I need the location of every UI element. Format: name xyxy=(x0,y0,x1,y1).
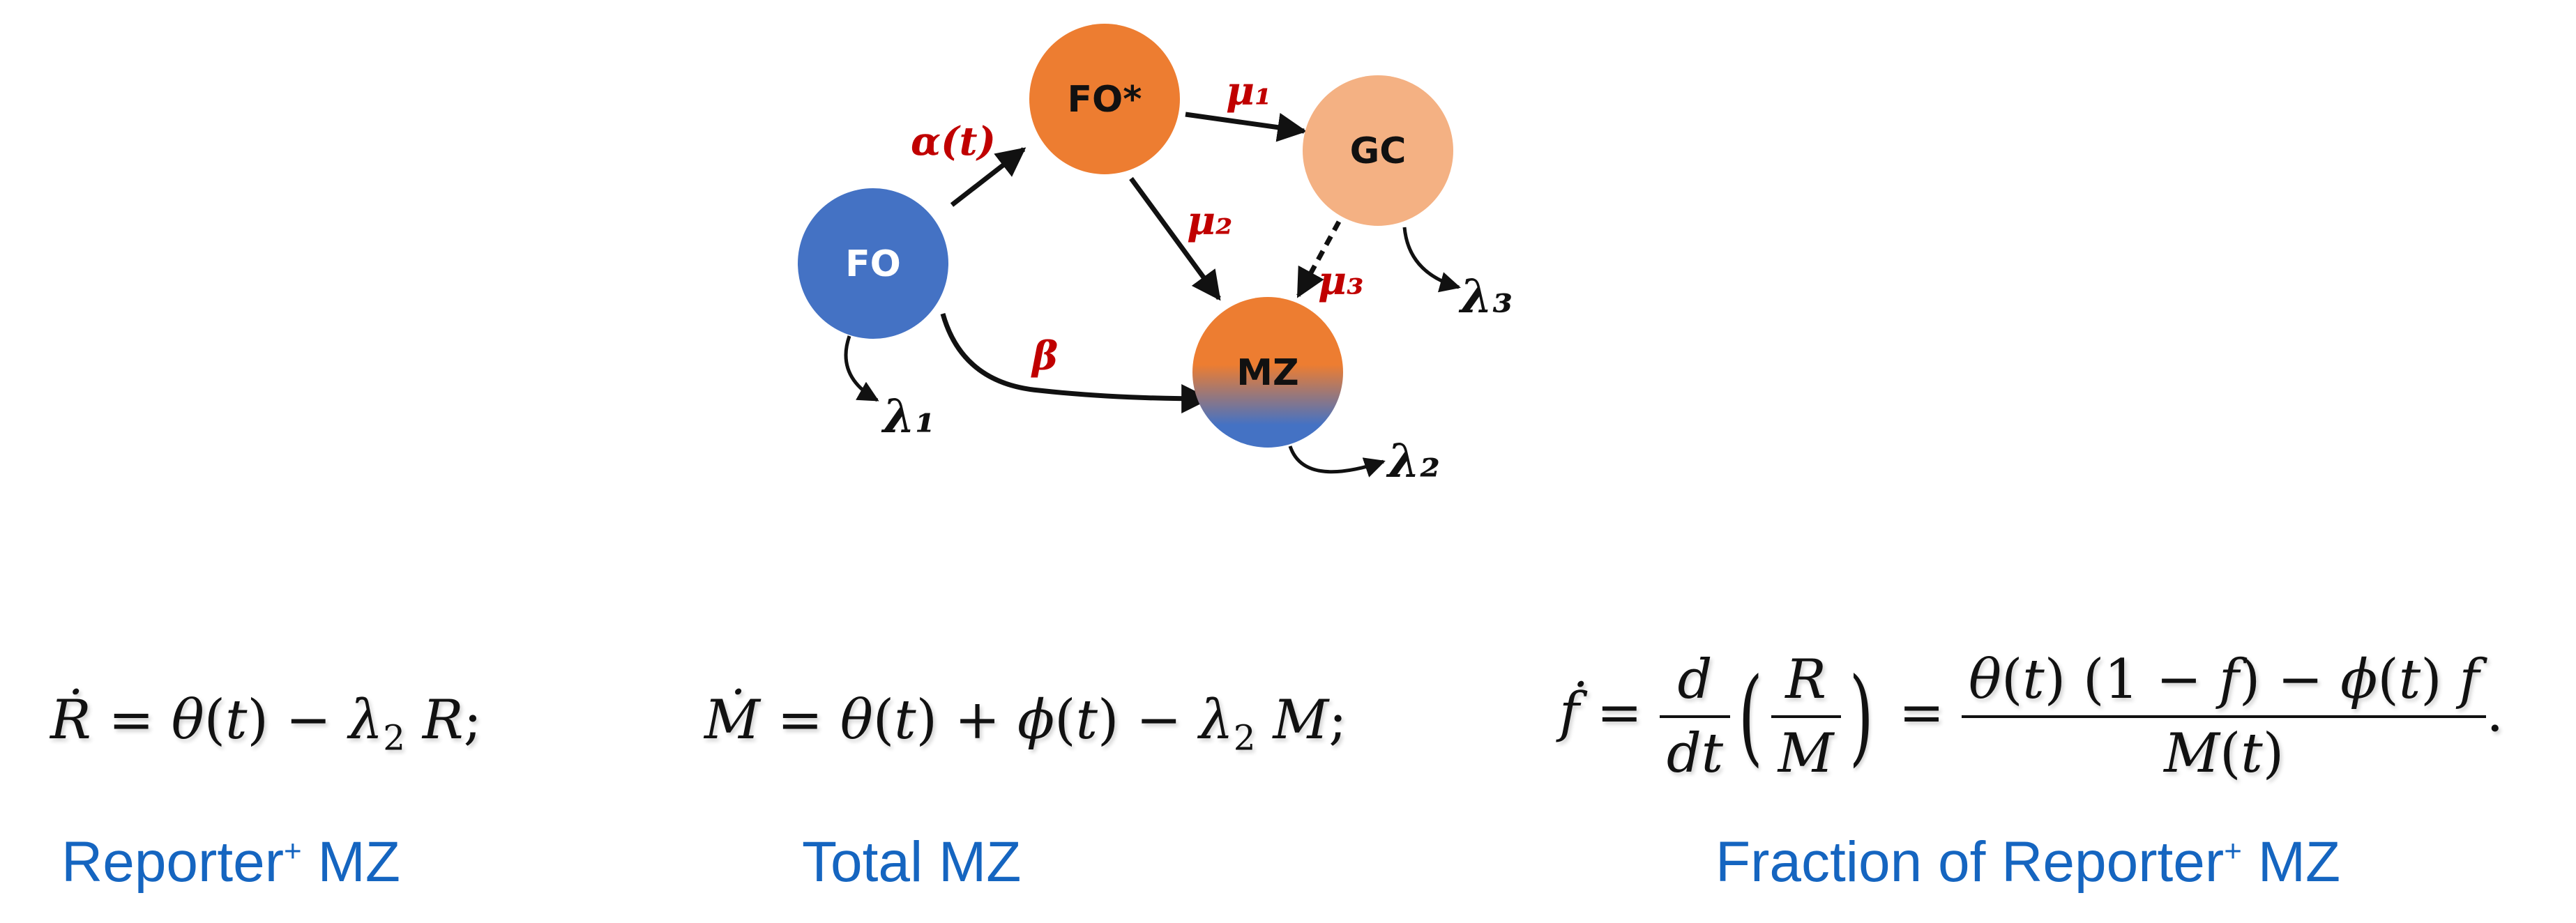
caption-fraction-suffix: MZ xyxy=(2241,830,2341,894)
rate-alpha-label: α(t) xyxy=(911,119,996,165)
caption-total-text: Total MZ xyxy=(802,830,1022,894)
rate-beta-label: β xyxy=(1031,333,1058,379)
caption-fraction-text: Fraction of Reporter xyxy=(1715,830,2225,894)
caption-reporter-mz: Reporter+ MZ xyxy=(61,830,400,895)
rate-mu1-label: μ₁ xyxy=(1226,68,1272,114)
caption-fraction-sup: + xyxy=(2224,834,2242,869)
node-gc: GC xyxy=(1303,75,1453,226)
equation-total-mz: Ṁ = θ(t) + ϕ(t) − λ2 M; xyxy=(704,689,1347,758)
caption-reporter-text: Reporter xyxy=(61,830,285,894)
node-gc-label: GC xyxy=(1350,130,1407,172)
arrow-fo-death xyxy=(844,335,879,402)
node-fo-label: FO xyxy=(845,243,901,285)
rate-mu2-label: μ₂ xyxy=(1187,198,1233,244)
node-fo-star-label: FO* xyxy=(1068,79,1142,121)
caption-reporter-suffix: MZ xyxy=(301,830,400,894)
node-mz-circle xyxy=(1192,297,1343,448)
node-fo-star: FO* xyxy=(1029,24,1180,174)
decay-lambda1-label: λ₁ xyxy=(881,389,935,443)
node-fo-circle xyxy=(798,188,948,339)
node-mz-label: MZ xyxy=(1236,352,1298,394)
arrow-gc-death xyxy=(1402,227,1461,293)
arrow-fo-to-mz xyxy=(940,313,1211,413)
equation-reporter-mz: Ṙ = θ(t) − λ2 R; xyxy=(50,689,482,758)
arrow-fo-to-fostar xyxy=(950,147,1026,207)
node-fo: FO xyxy=(798,188,948,339)
arrow-fostar-to-gc xyxy=(1185,112,1308,142)
rate-mu3-label: μ₃ xyxy=(1318,258,1364,304)
arrow-gc-to-mz xyxy=(1296,220,1342,298)
node-mz: MZ xyxy=(1192,297,1343,448)
node-gc-circle xyxy=(1303,75,1453,226)
arrow-fostar-to-mz xyxy=(1129,176,1221,301)
caption-total-mz: Total MZ xyxy=(802,830,1021,895)
caption-reporter-sup: + xyxy=(284,834,302,869)
decay-lambda3-label: λ₃ xyxy=(1458,269,1513,323)
caption-fraction-mz: Fraction of Reporter+ MZ xyxy=(1715,830,2340,895)
arrows xyxy=(844,112,1461,478)
arrow-mz-death xyxy=(1288,445,1386,478)
decay-lambda2-label: λ₂ xyxy=(1386,434,1440,488)
node-fo-star-circle xyxy=(1029,24,1180,174)
